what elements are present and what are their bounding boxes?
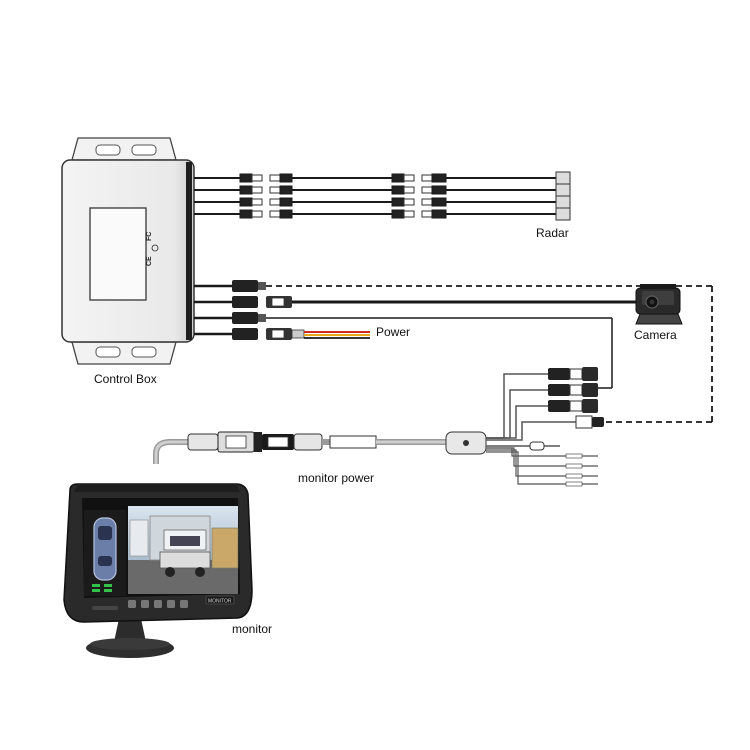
camera-label: Camera — [634, 328, 677, 342]
radar-cables — [194, 171, 571, 221]
radar-label: Radar — [536, 226, 569, 240]
monitor-device: MONITOR — [63, 483, 253, 658]
power-label: Power — [376, 325, 411, 339]
monitor-brand-mark: MONITOR — [208, 599, 232, 605]
camera-device — [635, 284, 683, 325]
monitor-label: monitor — [232, 622, 273, 636]
fcc-mark: FC — [146, 232, 153, 241]
box-output-cables — [194, 280, 713, 423]
ce-mark: CE — [146, 256, 153, 266]
wire-harness — [153, 367, 604, 487]
control-box: FC CE — [61, 137, 195, 365]
monitor-power-label: monitor power — [298, 471, 375, 485]
control-box-label: Control Box — [94, 372, 157, 386]
